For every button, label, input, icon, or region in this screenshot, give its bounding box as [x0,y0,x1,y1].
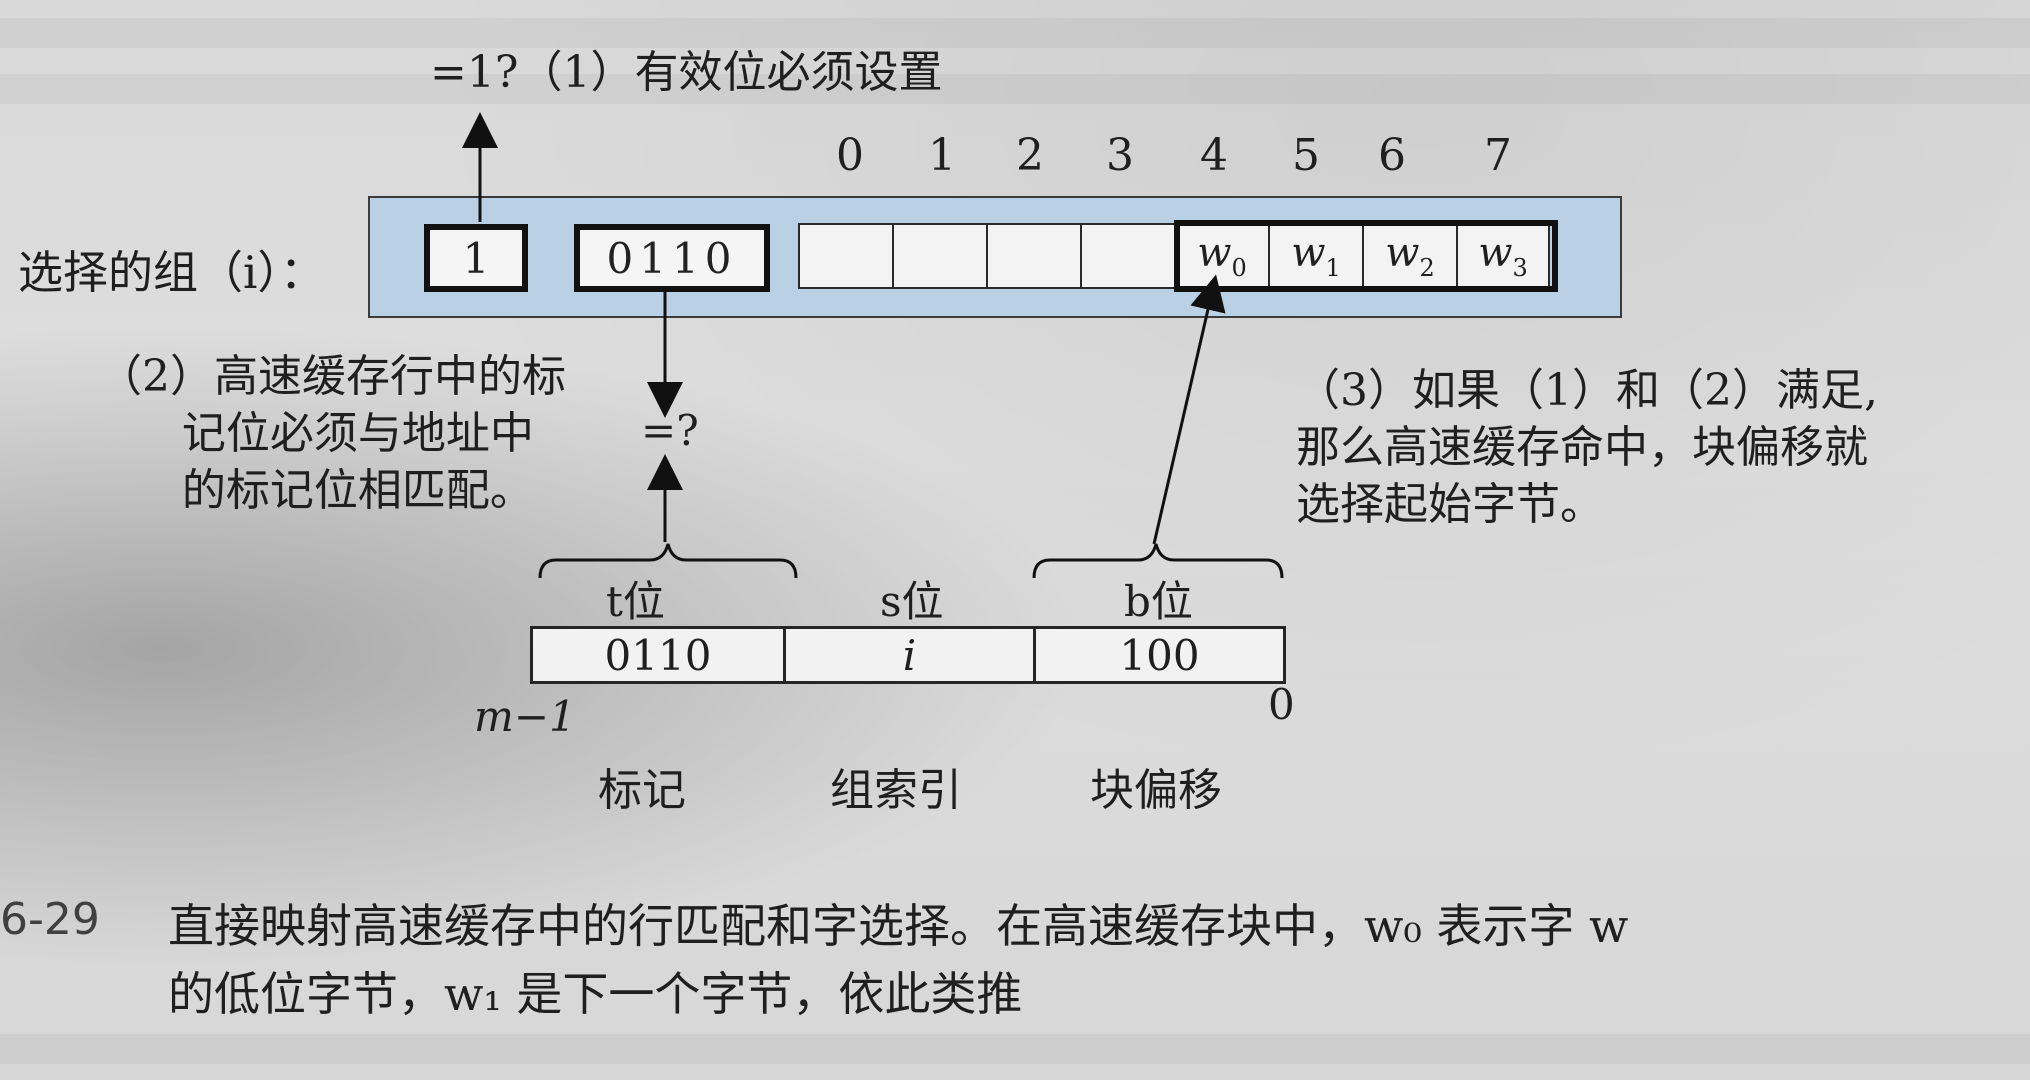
selected-word-outline [1174,220,1558,292]
s-bits-label: s位 [880,577,944,626]
word-label-w1: w1 [1291,230,1341,282]
block-offset-field-name: 块偏移 [1090,765,1222,816]
address-set-index-field: i [786,626,1036,684]
tag-field-brace [538,543,798,579]
address-tag-field: 0110 [530,626,786,684]
figure-caption-line-1: 直接映射高速缓存中的行匹配和字选择。在高速缓存块中，w₀ 表示字 w [168,899,1629,953]
address-set-value: i [902,630,917,680]
word-label-w0: w0 [1197,230,1247,282]
set-index-field-name: 组索引 [830,765,962,816]
byte-cell-4: w0 [1174,223,1268,289]
bit-index-2: 2 [1016,130,1044,181]
bit-index-5: 5 [1292,130,1320,181]
figure-number: 6-29 [0,894,100,945]
bit-index-4: 4 [1200,130,1228,181]
b-bits-label: b位 [1124,577,1193,626]
lsb-label: 0 [1268,680,1295,729]
tag-compare-symbol: =? [641,406,699,455]
bit-index-0: 0 [836,130,864,181]
byte-cell-3 [1080,223,1174,289]
block-offset-up-arrow [1152,274,1226,545]
address-offset-value: 100 [1119,630,1200,680]
background-bleed-line [0,74,2030,104]
valid-bit-box: 1 [424,224,528,292]
byte-cell-1 [892,223,986,289]
tag-field-name: 标记 [598,765,686,816]
valid-bit-value: 1 [462,233,490,283]
validity-check-note: =1?（1）有效位必须设置 [430,47,943,98]
selected-set-label: 选择的组（i）： [18,246,325,299]
bit-index-7: 7 [1484,130,1512,181]
background-bleed-line [0,1034,2030,1064]
tag-box: 0110 [574,224,770,292]
address-tag-value: 0110 [604,630,712,680]
figure-caption-line-2: 的低位字节，w₁ 是下一个字节，依此类推 [168,967,1023,1021]
byte-cell-0 [798,223,892,289]
tag-match-note: （2）高速缓存行中的标 记位必须与地址中 的标记位相匹配。 [98,351,566,516]
bit-index-3: 3 [1106,130,1134,181]
word-label-w2: w2 [1385,230,1435,282]
msb-label: m−1 [474,692,576,741]
t-bits-label: t位 [606,577,665,626]
tag-bits-value: 0110 [606,233,738,283]
address-fields: 0110 i 100 [530,626,1286,684]
byte-cell-2 [986,223,1080,289]
cache-hit-note: （3）如果（1）和（2）满足, 那么高速缓存命中，块偏移就 选择起始字节。 [1296,365,1878,530]
bit-index-6: 6 [1378,130,1406,181]
bit-index-1: 1 [928,130,956,181]
cache-block-bytes: w0 w1 w2 w3 [798,223,1556,289]
background-bleed-line [0,18,2030,48]
address-block-offset-field: 100 [1036,626,1286,684]
word-label-w3: w3 [1478,230,1528,282]
